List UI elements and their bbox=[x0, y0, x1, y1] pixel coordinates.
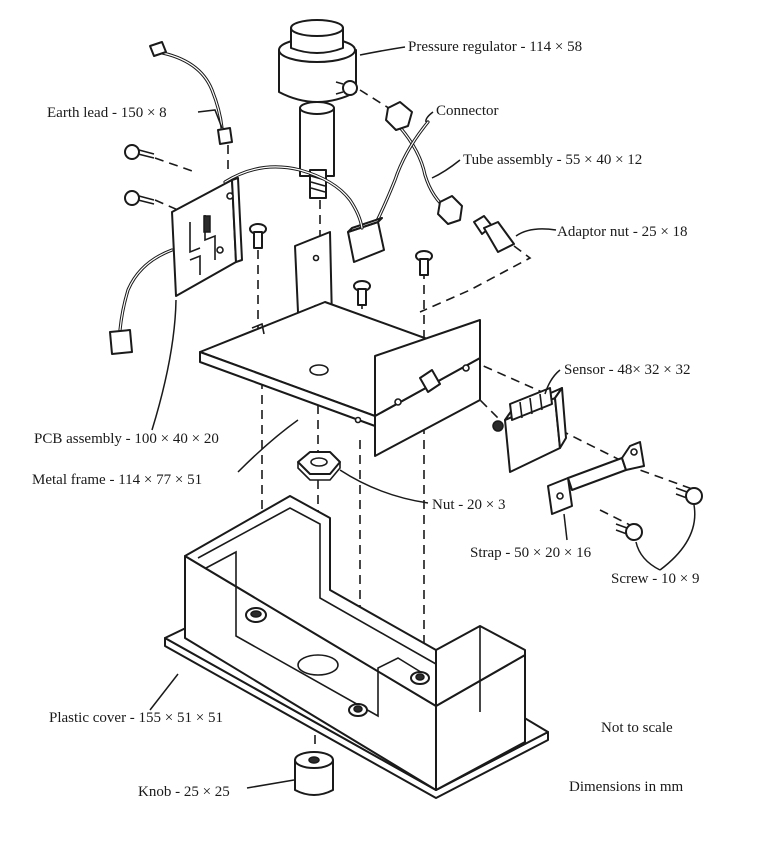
label-tube-assembly: Tube assembly - 55 × 40 × 12 bbox=[463, 152, 642, 168]
label-strap: Strap - 50 × 20 × 16 bbox=[470, 545, 592, 561]
label-earth-lead: Earth lead - 150 × 8 bbox=[47, 105, 167, 121]
label-pcb-assembly: PCB assembly - 100 × 40 × 20 bbox=[34, 431, 219, 447]
connector bbox=[347, 120, 430, 263]
label-pressure-regulator: Pressure regulator - 114 × 58 bbox=[408, 39, 582, 55]
earth-lead bbox=[149, 41, 233, 145]
note-not-to-scale: Not to scale bbox=[601, 720, 673, 736]
pcb-assembly bbox=[109, 144, 364, 355]
label-knob: Knob - 25 × 25 bbox=[138, 784, 230, 800]
sensor bbox=[492, 387, 567, 473]
label-adaptor-nut: Adaptor nut - 25 × 18 bbox=[557, 224, 688, 240]
label-screw: Screw - 10 × 9 bbox=[611, 571, 699, 587]
strap-screws bbox=[615, 487, 703, 541]
label-sensor: Sensor - 48× 32 × 32 bbox=[564, 362, 691, 378]
leader-lines bbox=[149, 46, 696, 789]
note-dimensions: Dimensions in mm bbox=[569, 779, 684, 795]
diagram-notes: Not to scale Dimensions in mm bbox=[569, 720, 684, 795]
adaptor-nut bbox=[473, 215, 515, 253]
label-nut: Nut - 20 × 3 bbox=[432, 497, 505, 513]
label-connector: Connector bbox=[436, 103, 498, 119]
frame-screws bbox=[249, 223, 433, 306]
nut bbox=[297, 451, 341, 481]
pressure-regulator bbox=[278, 19, 358, 199]
label-metal-frame: Metal frame - 114 × 77 × 51 bbox=[32, 472, 202, 488]
part-labels: Pressure regulator - 114 × 58 Earth lead… bbox=[32, 39, 699, 800]
strap bbox=[547, 441, 645, 515]
tube-assembly bbox=[385, 101, 463, 225]
metal-frame bbox=[199, 231, 481, 457]
knob bbox=[294, 751, 334, 796]
label-plastic-cover: Plastic cover - 155 × 51 × 51 bbox=[49, 710, 223, 726]
plastic-cover bbox=[164, 495, 549, 799]
